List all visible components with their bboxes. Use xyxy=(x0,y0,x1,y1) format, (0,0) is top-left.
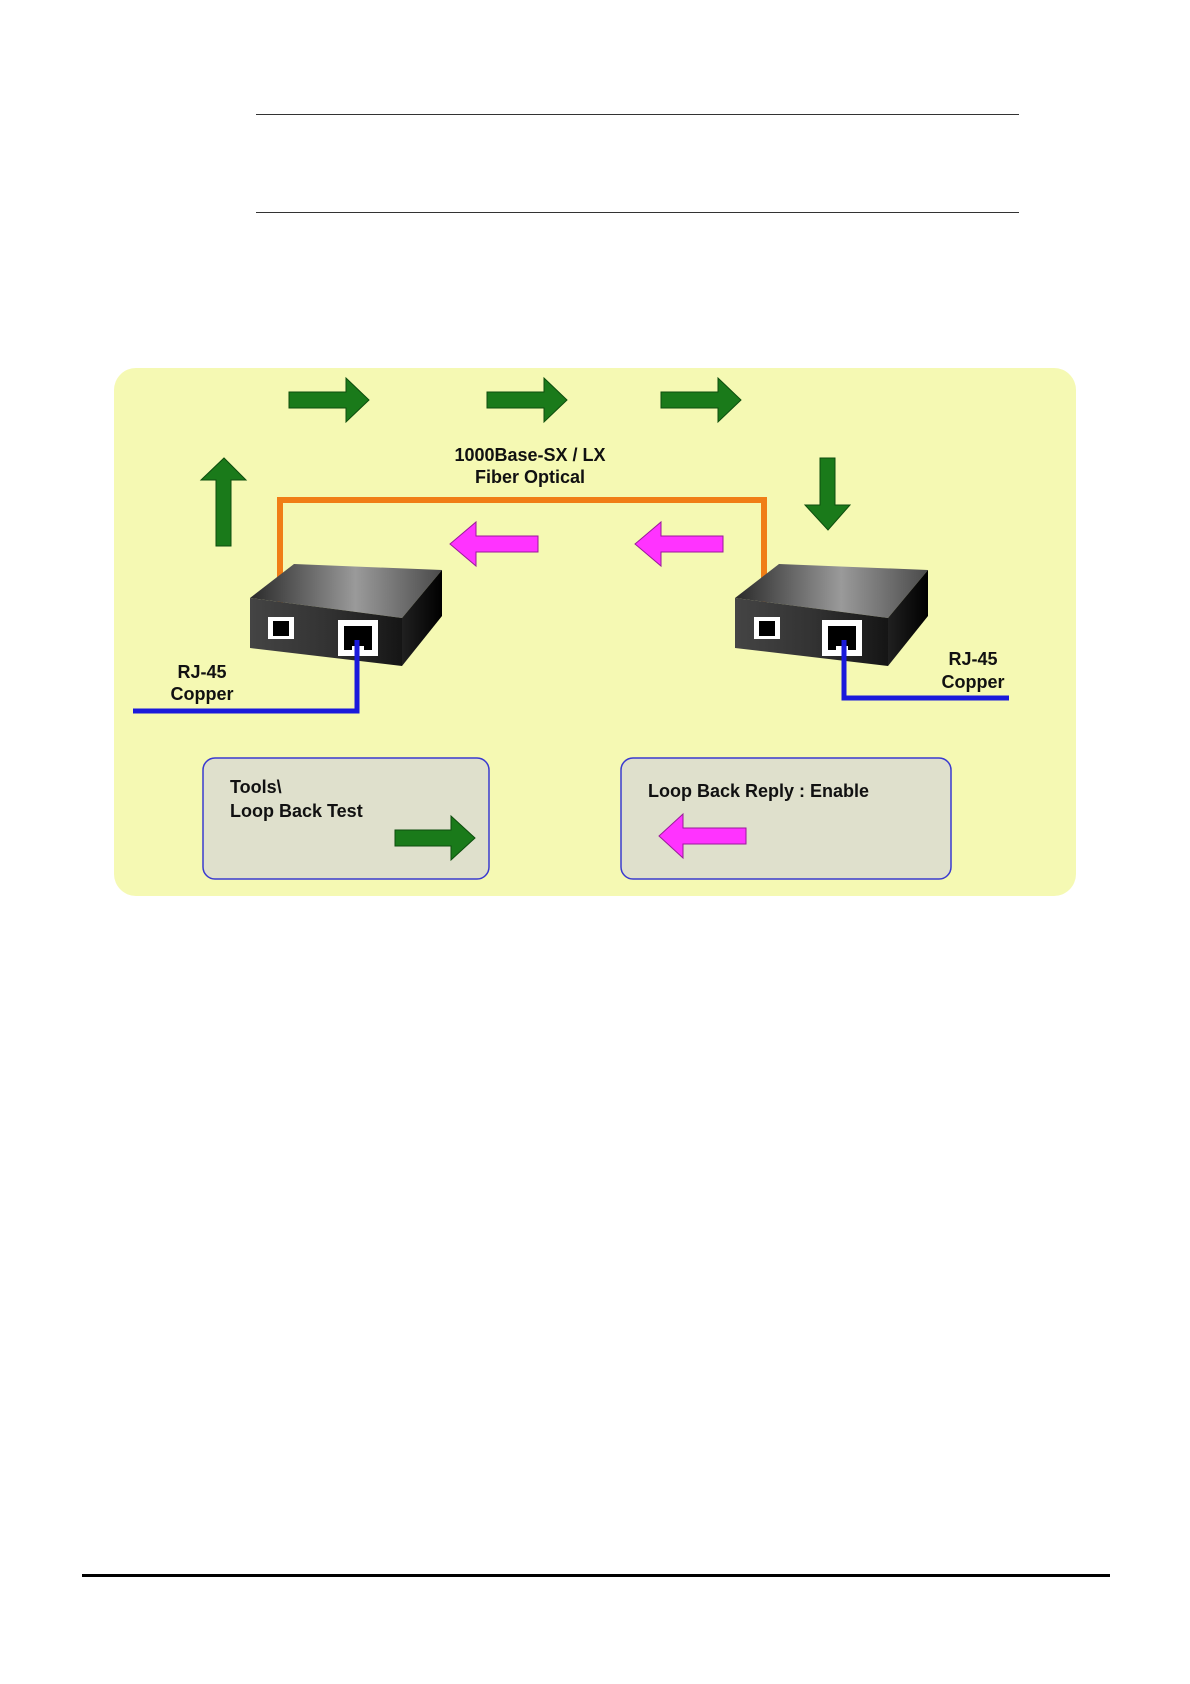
footer-rule xyxy=(82,1574,1110,1577)
loop-back-reply-box xyxy=(621,758,951,879)
media-converter-right xyxy=(735,564,928,666)
copper-label-left: Copper xyxy=(171,684,234,704)
copper-label-right: Copper xyxy=(942,672,1005,692)
rj45-label-right: RJ-45 xyxy=(948,649,997,669)
fiber-label: 1000Base-SX / LX xyxy=(454,445,605,465)
loop-back-test-label-sub: Loop Back Test xyxy=(230,801,363,821)
fiber-label-sub: Fiber Optical xyxy=(475,467,585,487)
rj45-label-left: RJ-45 xyxy=(177,662,226,682)
loop-back-test-label: Tools\ xyxy=(230,777,282,797)
media-converter-left xyxy=(250,564,442,666)
loop-back-reply-label: Loop Back Reply : Enable xyxy=(648,781,869,801)
